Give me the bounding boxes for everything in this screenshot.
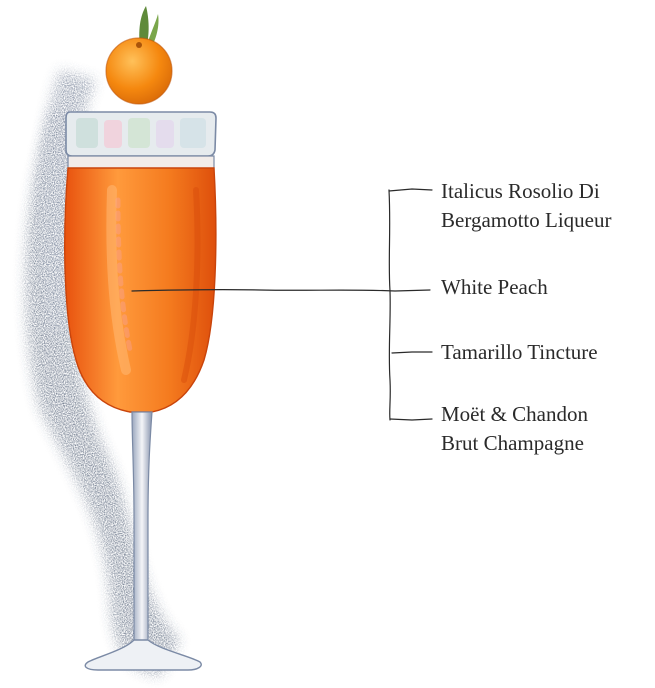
ingredient-line: Italicus Rosolio Di xyxy=(441,177,612,206)
ingredient-italicus: Italicus Rosolio Di Bergamotto Liqueur xyxy=(441,177,612,235)
ingredient-champagne: Moët & Chandon Brut Champagne xyxy=(441,400,588,458)
kumquat-garnish-icon xyxy=(106,38,172,104)
ingredient-white-peach: White Peach xyxy=(441,273,548,302)
ingredient-line: Tamarillo Tincture xyxy=(441,338,598,367)
ingredient-line: White Peach xyxy=(441,273,548,302)
ingredient-line: Brut Champagne xyxy=(441,429,588,458)
ingredient-line: Moët & Chandon xyxy=(441,400,588,429)
glass-foot xyxy=(85,640,201,670)
ingredient-tamarillo: Tamarillo Tincture xyxy=(441,338,598,367)
glass-rim xyxy=(66,112,216,170)
ingredient-line: Bergamotto Liqueur xyxy=(441,206,612,235)
